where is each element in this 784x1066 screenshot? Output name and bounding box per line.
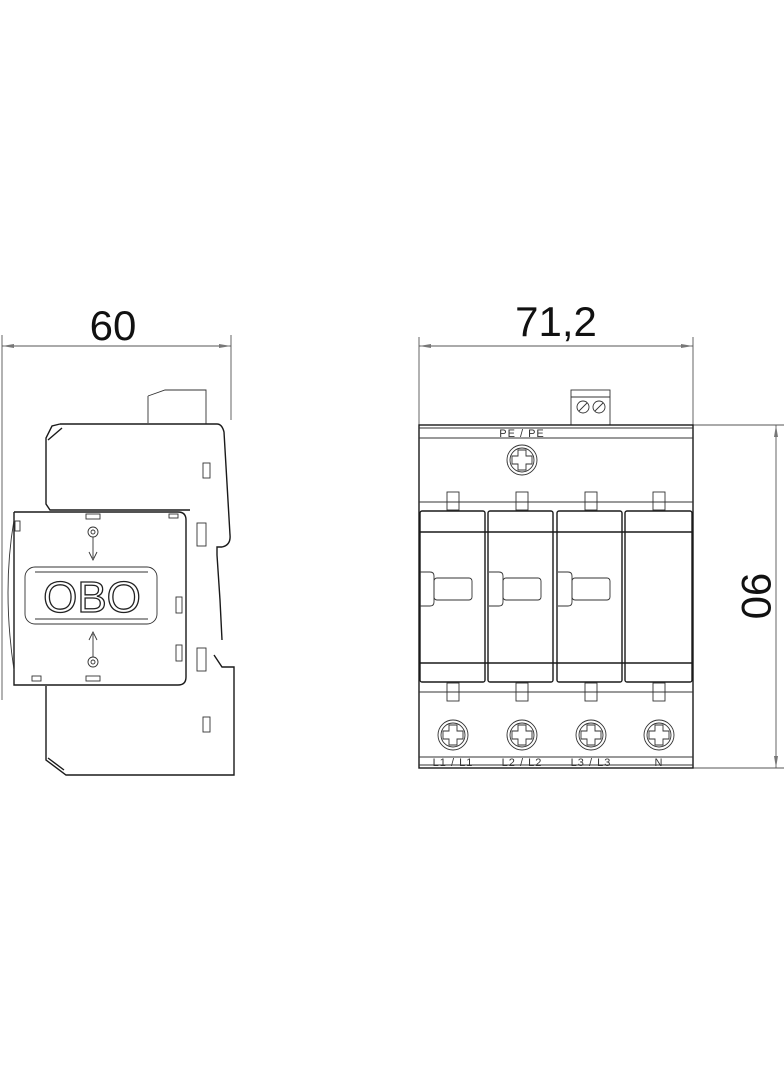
obo-logo: OBO <box>24 566 158 625</box>
logo-text: OBO <box>43 573 141 622</box>
slot-upper <box>202 462 211 479</box>
slot-mid <box>196 522 207 547</box>
hatch-bottom-left <box>47 757 65 771</box>
module-tab-bottom <box>85 675 101 682</box>
terminal-screw-l1-icon <box>437 719 469 751</box>
terminal-screw-l2-icon <box>506 719 538 751</box>
terminal-screw-n-icon <box>643 719 675 751</box>
plug-in-module <box>13 511 187 686</box>
height-dimension-90: 90 <box>693 424 784 769</box>
slot-lower-mid <box>196 647 207 672</box>
protection-modules <box>419 510 693 683</box>
module-side-tab <box>175 596 183 614</box>
front-view: 71,2 90 PE / PE <box>418 298 784 769</box>
module-4 <box>624 510 693 683</box>
terminal-screws <box>437 719 675 751</box>
status-indicator-3 <box>558 571 611 607</box>
front-housing <box>418 424 694 769</box>
terminal-label-l1: L1 / L1 <box>433 757 474 769</box>
terminal-label-l3: L3 / L3 <box>571 757 612 769</box>
module-3 <box>556 510 623 683</box>
dimension-label-71-2: 71,2 <box>515 298 597 345</box>
lower-housing <box>45 654 235 776</box>
insert-arrow-up-icon <box>87 630 99 668</box>
status-indicator-2 <box>489 571 542 607</box>
slot-lower <box>202 716 211 733</box>
status-indicator-1 <box>420 571 473 607</box>
side-view: 60 <box>1 302 235 776</box>
module-2 <box>487 510 554 683</box>
insert-arrow-down-icon <box>87 526 99 562</box>
width-dimension-60: 60 <box>1 302 232 700</box>
upper-housing-left <box>45 423 190 511</box>
module-tab-bottom-left <box>31 675 42 682</box>
upper-housing <box>60 423 231 641</box>
dimension-label-60: 60 <box>90 302 137 349</box>
hatch-top-left <box>47 427 63 441</box>
pe-terminal-block <box>570 389 611 426</box>
terminal-label-l2: L2 / L2 <box>502 757 543 769</box>
pe-label: PE / PE <box>499 428 545 440</box>
module-tab-left <box>14 520 21 532</box>
terminal-label-n: N <box>655 757 664 769</box>
dimension-label-90: 90 <box>733 573 780 620</box>
module-tab-top <box>85 513 101 520</box>
width-dimension-71-2: 71,2 <box>418 298 694 425</box>
module-side-tab-2 <box>175 644 183 662</box>
terminal-screw-l3-icon <box>575 719 607 751</box>
top-clip <box>147 389 207 424</box>
pe-screw-icon <box>506 444 538 476</box>
top-connector-tabs <box>446 491 666 511</box>
module-left-curve <box>7 519 15 671</box>
module-1 <box>419 510 486 683</box>
module-tab-top-right <box>168 513 179 519</box>
